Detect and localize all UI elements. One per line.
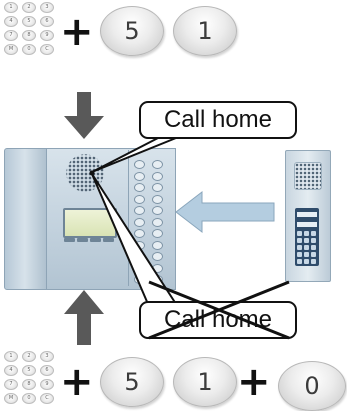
mini-keypad-bottom: 1 2 3 4 5 6 7 8 9 M 0 C: [4, 351, 58, 405]
speed-dial-button: [134, 217, 145, 227]
display-button: [77, 238, 88, 242]
mini-keypad-top: 1 2 3 4 5 6 7 8 9 M 0 C: [4, 2, 58, 56]
display-button: [90, 238, 101, 242]
door-label: [297, 212, 317, 217]
speed-dial-button: [134, 194, 145, 204]
key-5-button: 5: [100, 357, 164, 407]
speed-dial-button: [134, 229, 145, 238]
door-speaker-icon: [294, 162, 322, 190]
speed-dial-button: [152, 206, 163, 215]
speed-dial-button: [134, 240, 145, 250]
door-keypad-button: [297, 245, 302, 250]
indoor-unit-handset: [4, 148, 50, 290]
keypad-key: 9: [40, 379, 54, 390]
keypad-key: 5: [22, 365, 36, 376]
display-button: [64, 238, 75, 242]
button-column-divider: [128, 150, 129, 286]
door-keypad-button: [297, 259, 302, 264]
keypad-key: 5: [22, 16, 36, 27]
speed-dial-button: [134, 183, 145, 192]
speed-dial-button: [134, 252, 145, 261]
keypad-key: M: [4, 44, 18, 55]
door-keypad-button: [311, 238, 316, 243]
keypad-key: C: [40, 393, 54, 404]
speed-dial-button: [152, 229, 163, 238]
keypad-key: 7: [4, 30, 18, 41]
door-keypad-button: [304, 252, 309, 257]
door-keypad-button: [304, 259, 309, 264]
door-keypad-button: [304, 245, 309, 250]
door-keypad-button: [311, 245, 316, 250]
keypad-key: 0: [22, 393, 36, 404]
key-0-button: 0: [278, 361, 346, 411]
plus-sign: +: [60, 9, 94, 55]
callout-call-home: Call home: [139, 101, 297, 139]
door-keypad-button: [297, 231, 302, 236]
key-1-button: 1: [173, 6, 237, 56]
keypad-key: 9: [40, 30, 54, 41]
keypad-key: 1: [4, 351, 18, 362]
keypad-key: M: [4, 393, 18, 404]
display-button: [103, 238, 114, 242]
door-keypad-button: [311, 252, 316, 257]
keypad-key: 4: [4, 16, 18, 27]
door-keypad-button: [297, 252, 302, 257]
keypad-key: C: [40, 44, 54, 55]
keypad-key: 1: [4, 2, 18, 13]
speed-dial-button: [152, 240, 163, 250]
speed-dial-button: [152, 183, 163, 192]
indoor-unit-display: [63, 208, 117, 238]
speed-dial-button: [134, 263, 145, 273]
plus-sign: +: [60, 359, 94, 405]
speed-dial-button: [152, 263, 163, 273]
keypad-key: 6: [40, 365, 54, 376]
speed-dial-button: [134, 275, 145, 284]
cross-out-icon: [148, 280, 290, 340]
keypad-key: 6: [40, 16, 54, 27]
key-5-button: 5: [100, 6, 164, 56]
key-1-button: 1: [173, 357, 237, 407]
speed-dial-button: [134, 206, 145, 215]
speaker-grille-icon: [64, 152, 106, 194]
keypad-key: 3: [40, 2, 54, 13]
arrow-left-icon: [176, 190, 275, 234]
arrow-down-icon: [64, 92, 104, 139]
door-keypad-button: [311, 259, 316, 264]
keypad-key: 0: [22, 44, 36, 55]
speed-dial-button: [152, 252, 163, 261]
keypad-key: 3: [40, 351, 54, 362]
keypad-key: 8: [22, 379, 36, 390]
door-label: [297, 222, 317, 227]
arrow-up-icon: [64, 290, 104, 345]
speed-dial-button: [152, 217, 163, 227]
keypad-key: 4: [4, 365, 18, 376]
keypad-key: 2: [22, 2, 36, 13]
door-keypad-button: [304, 238, 309, 243]
keypad-key: 2: [22, 351, 36, 362]
door-keypad-button: [304, 231, 309, 236]
speed-dial-button: [152, 194, 163, 204]
speed-dial-button: [134, 160, 145, 169]
keypad-key: 7: [4, 379, 18, 390]
door-keypad-button: [297, 238, 302, 243]
door-keypad-button: [311, 231, 316, 236]
speed-dial-button: [134, 171, 145, 181]
speed-dial-button: [152, 160, 163, 169]
keypad-key: 8: [22, 30, 36, 41]
plus-sign: +: [237, 359, 271, 405]
speed-dial-button: [152, 171, 163, 181]
